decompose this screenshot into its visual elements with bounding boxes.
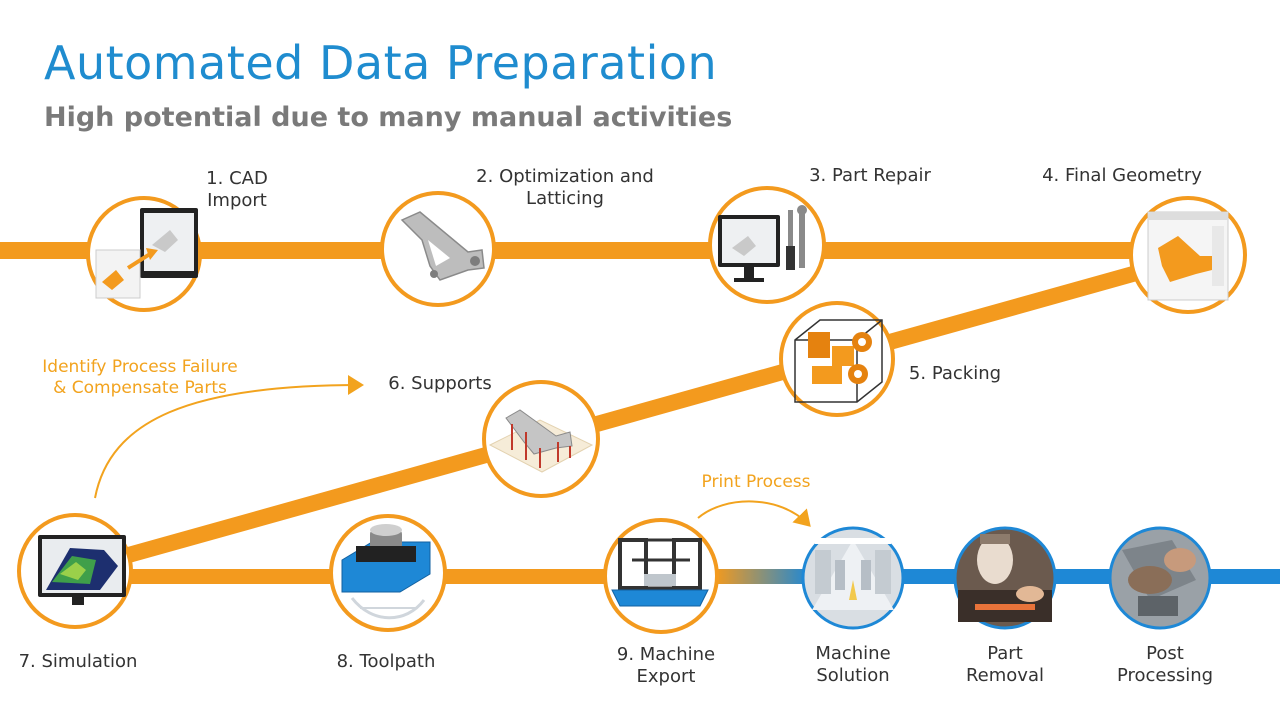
machine-export-node xyxy=(605,520,717,632)
part-removal-photo xyxy=(955,528,1055,628)
supports-node xyxy=(484,382,598,496)
page-subtitle: High potential due to many manual activi… xyxy=(44,102,732,133)
step-label-packing: 5. Packing xyxy=(900,363,1010,385)
step-label-optimization: 2. Optimization and Latticing xyxy=(455,166,675,210)
final-geometry-node xyxy=(1131,198,1245,312)
step-label-post-processing: Post Processing xyxy=(1100,643,1230,687)
annotation-identify-failure: Identify Process Failure & Compensate Pa… xyxy=(24,357,256,399)
print-process-arrow xyxy=(698,501,808,524)
part-repair-node xyxy=(710,188,824,302)
cad-import-node xyxy=(88,198,200,310)
post-processing-photo xyxy=(1110,528,1210,628)
diagonal-flow-line xyxy=(75,258,1190,570)
simulation-node xyxy=(19,515,131,627)
packing-node xyxy=(781,303,893,415)
step-label-machine-solution: Machine Solution xyxy=(788,643,918,687)
step-label-cad-import: 1. CAD Import xyxy=(187,168,287,212)
step-label-toolpath: 8. Toolpath xyxy=(326,651,446,673)
step-label-part-removal: Part Removal xyxy=(950,643,1060,687)
bottom-flow-transition xyxy=(715,569,810,584)
feedback-arrow xyxy=(95,385,360,498)
annotation-print-process: Print Process xyxy=(686,472,826,493)
page-title: Automated Data Preparation xyxy=(44,36,717,90)
toolpath-node xyxy=(331,516,445,630)
step-label-simulation: 7. Simulation xyxy=(8,651,148,673)
step-label-final-geometry: 4. Final Geometry xyxy=(1022,165,1222,187)
step-label-part-repair: 3. Part Repair xyxy=(785,165,955,187)
machine-solution-photo xyxy=(803,528,903,628)
step-label-machine-export: 9. Machine Export xyxy=(596,644,736,688)
step-label-supports: 6. Supports xyxy=(375,373,505,395)
